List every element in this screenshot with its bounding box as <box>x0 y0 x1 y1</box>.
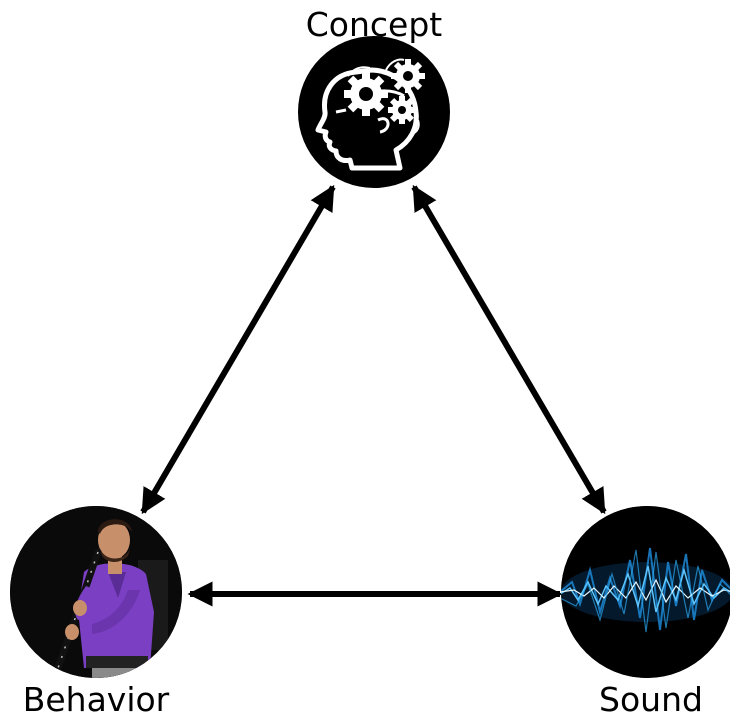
sound-label: Sound <box>599 680 703 716</box>
sound-node <box>561 506 730 678</box>
concept-label: Concept <box>306 5 443 44</box>
behavior-label: Behavior <box>23 680 170 716</box>
clarinet-player-photo <box>10 506 182 678</box>
sound-wave-icon <box>561 506 730 678</box>
concept-node <box>298 36 450 188</box>
arrow-concept-behavior <box>140 184 336 515</box>
head-gears-icon <box>315 58 425 171</box>
arrow-concept-sound <box>411 184 607 515</box>
behavior-node <box>10 506 182 678</box>
